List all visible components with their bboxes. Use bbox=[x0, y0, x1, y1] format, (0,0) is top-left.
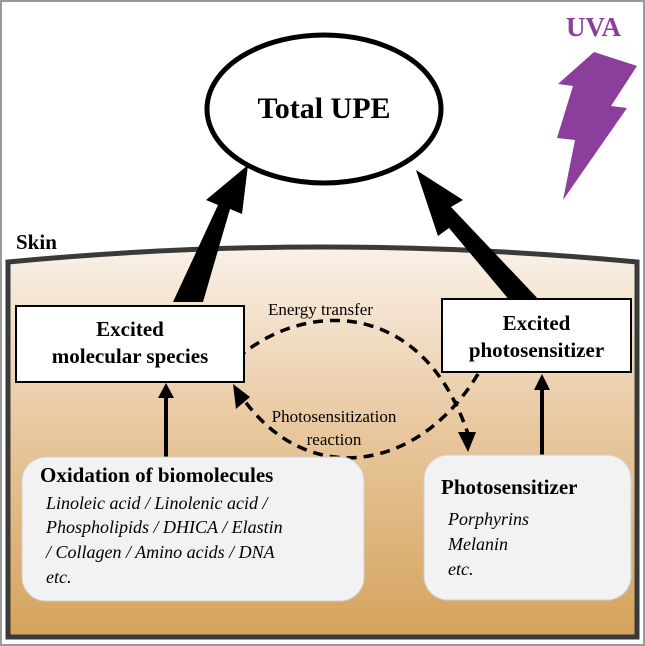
photosensitizer-item: etc. bbox=[448, 559, 474, 579]
photosensitization-label-line1: Photosensitization bbox=[271, 407, 397, 426]
oxidation-item: / Collagen / Amino acids / DNA bbox=[46, 542, 275, 562]
energy-transfer-curve bbox=[223, 318, 470, 435]
oxidation-heading: Oxidation of biomolecules bbox=[40, 463, 274, 487]
photosensitizer-item: Porphyrins bbox=[448, 509, 529, 529]
oxidation-item: Linoleic acid / Linolenic acid / bbox=[46, 493, 268, 513]
uva-label: UVA bbox=[566, 12, 622, 42]
oxidation-item: etc. bbox=[46, 567, 72, 587]
excited-photosensitizer-line1: Excited bbox=[502, 311, 571, 335]
oxidation-item: Phospholipids / DHICA / Elastin bbox=[46, 517, 283, 537]
photosensitization-label-line2: reaction bbox=[306, 430, 362, 449]
photosensitizer-item: Melanin bbox=[448, 534, 508, 554]
energy-transfer-arrowhead bbox=[458, 432, 476, 452]
excited-molecular-line2: molecular species bbox=[51, 344, 209, 368]
total-upe-ellipse bbox=[204, 32, 444, 186]
uva-lightning-icon bbox=[557, 52, 637, 200]
arrow-photosensitizer-head bbox=[534, 374, 550, 390]
arrow-oxidation-head bbox=[158, 383, 174, 398]
excited-photosensitizer-line2: photosensitizer bbox=[468, 338, 605, 362]
arrow-photosensitizer-to-upe bbox=[416, 170, 541, 302]
photosensitizer-box bbox=[423, 454, 632, 601]
excited-molecular-box bbox=[15, 305, 245, 383]
excited-molecular-line1: Excited bbox=[96, 317, 164, 341]
skin-label: Skin bbox=[16, 230, 57, 254]
excited-photosensitizer-box bbox=[441, 298, 632, 373]
total-upe-title: Total UPE bbox=[257, 92, 391, 125]
photosensitization-arrowhead bbox=[233, 384, 250, 409]
photosensitizer-heading: Photosensitizer bbox=[441, 475, 578, 499]
energy-transfer-label: Energy transfer bbox=[268, 300, 373, 319]
oxidation-box bbox=[21, 456, 365, 602]
arrow-molecular-to-upe bbox=[173, 165, 248, 302]
photosensitization-curve bbox=[242, 373, 480, 460]
